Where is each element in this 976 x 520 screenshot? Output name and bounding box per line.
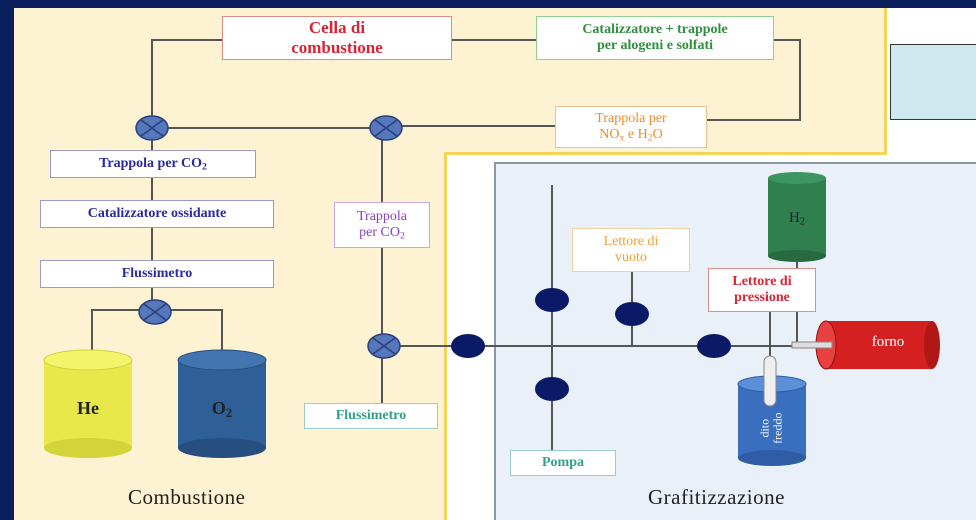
combustion-panel-right-border — [884, 8, 887, 155]
valve-4 — [367, 333, 401, 359]
o2-label: O2 — [211, 398, 233, 421]
forno-label: forno — [871, 334, 905, 350]
pipe-cat-to-right — [707, 39, 801, 121]
pipe-top-loop — [151, 39, 222, 130]
flussimetro-mid-label: Flussimetro — [304, 403, 438, 429]
catalizzatore-ossidante-label: Catalizzatore ossidante — [40, 200, 274, 228]
flussimetro-left-label: Flussimetro — [40, 260, 274, 288]
valve-3 — [138, 299, 172, 325]
pipe-o2-branch — [152, 309, 223, 355]
teal-box — [890, 44, 976, 120]
node-pressione — [697, 334, 731, 358]
h2-cylinder — [768, 172, 826, 262]
node-pump-bottom — [535, 377, 569, 401]
pipe-he-branch — [91, 309, 152, 355]
valve-1 — [135, 115, 169, 141]
he-cylinder — [43, 349, 133, 458]
he-label: He — [77, 398, 99, 418]
forno-cylinder — [791, 320, 940, 370]
valve-group — [135, 115, 403, 359]
node-main-left — [451, 334, 485, 358]
valve-2 — [369, 115, 403, 141]
node-pump-top — [535, 288, 569, 312]
h2-label: H2 — [788, 210, 806, 228]
combustion-caption: Combustione — [128, 485, 246, 509]
node-vuoto — [615, 302, 649, 326]
dito-freddo-cylinder — [737, 355, 807, 466]
pompa-label: Pompa — [510, 450, 616, 476]
trappola-co2-left-label: Trappola per CO2 — [50, 150, 256, 178]
o2-cylinder — [177, 349, 267, 458]
graphitization-caption: Grafitizzazione — [648, 485, 785, 509]
